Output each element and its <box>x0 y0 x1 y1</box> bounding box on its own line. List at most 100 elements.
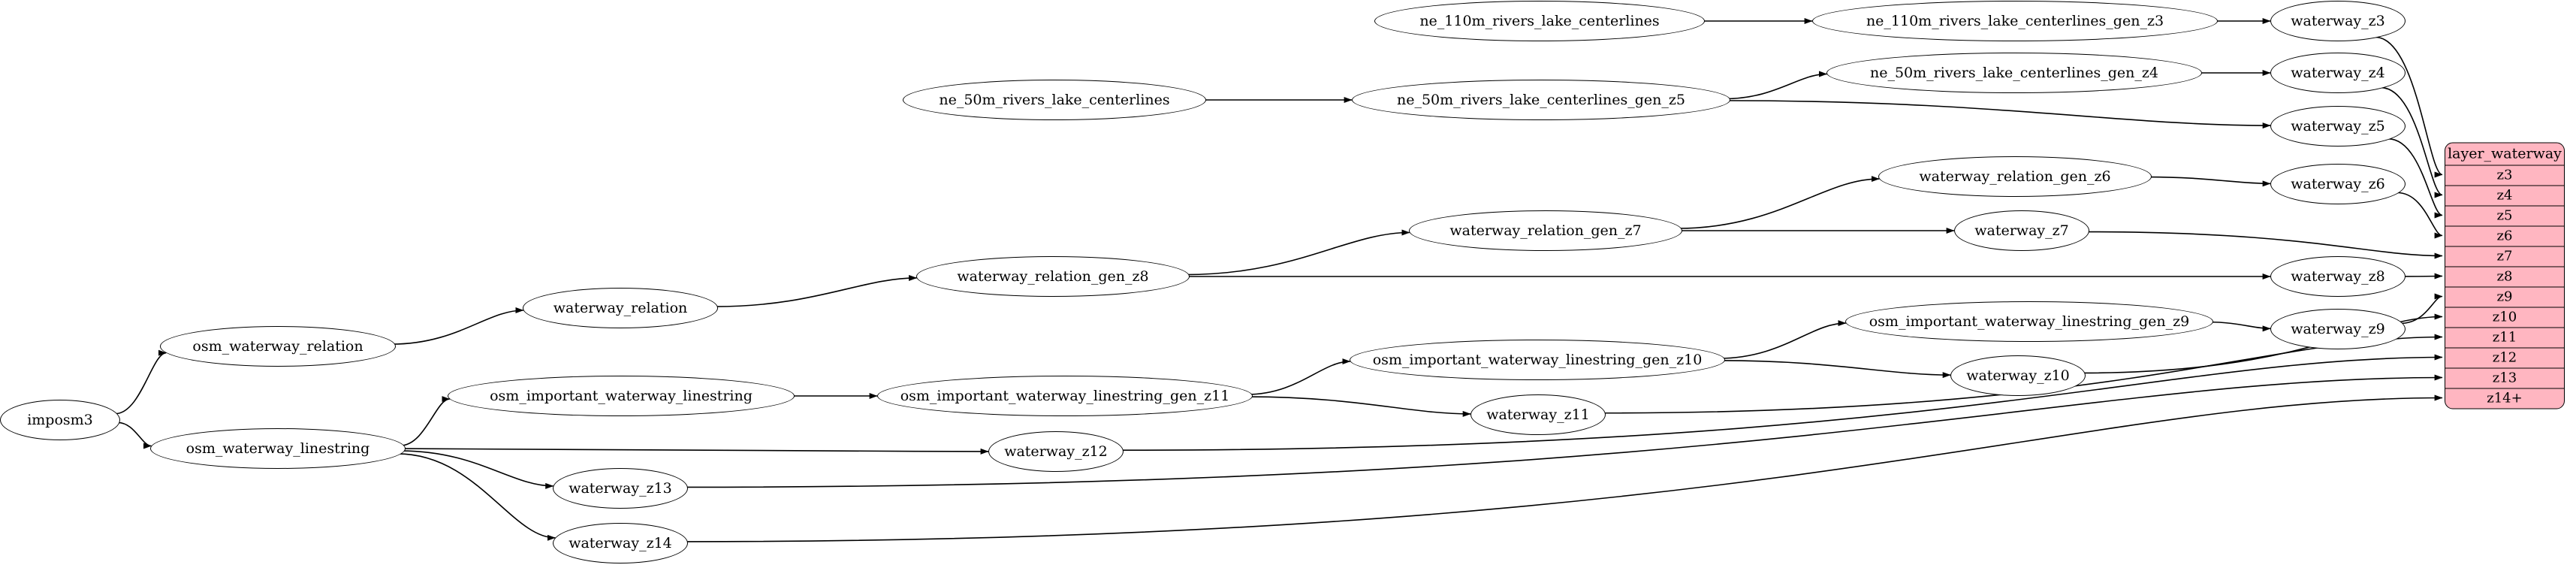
graph-edge <box>115 349 167 415</box>
graph-node-ne-110m-rivers-lake-centerlines-gen-z3[interactable]: ne_110m_rivers_lake_centerlines_gen_z3 <box>1812 1 2218 41</box>
layer-waterway-row-label: z3 <box>2496 167 2513 183</box>
graph-edge <box>2375 36 2443 178</box>
graph-node-waterway-z10[interactable]: waterway_z10 <box>1950 355 2086 396</box>
layer-waterway-row-z11[interactable]: z11 <box>2445 327 2564 347</box>
graph-node-waterway-relation-gen-z6[interactable]: waterway_relation_gen_z6 <box>1878 156 2152 197</box>
graph-node-osm-important-waterway-linestring[interactable]: osm_important_waterway_linestring <box>448 376 795 416</box>
graph-node-label: waterway_z5 <box>2291 117 2385 134</box>
graph-edge <box>1246 358 1351 395</box>
graph-node-waterway-relation-gen-z7[interactable]: waterway_relation_gen_z7 <box>1409 210 1682 251</box>
graph-node-label: waterway_z4 <box>2291 64 2385 81</box>
graph-node-waterway-z7[interactable]: waterway_z7 <box>1954 210 2089 251</box>
layer-waterway-row-label: z13 <box>2492 370 2517 386</box>
graph-edge <box>2381 86 2443 198</box>
layer-waterway-row-label: z11 <box>2492 329 2517 346</box>
graph-edge <box>2147 176 2271 187</box>
graph-edge <box>1677 176 1880 229</box>
graph-node-label: ne_50m_rivers_lake_centerlines_gen_z4 <box>1869 64 2159 81</box>
graph-node-osm-waterway-linestring[interactable]: osm_waterway_linestring <box>150 428 406 469</box>
graph-edge <box>2397 192 2443 239</box>
layer-waterway-title: layer_waterway <box>2448 145 2562 162</box>
graph-edge <box>401 448 989 455</box>
graph-node-label: waterway_relation_gen_z8 <box>957 267 1149 285</box>
layer-waterway-row-z13[interactable]: z13 <box>2445 367 2564 388</box>
graph-node-waterway-z4[interactable]: waterway_z4 <box>2270 53 2406 93</box>
graph-node-waterway-z13[interactable]: waterway_z13 <box>553 468 688 509</box>
graph-node-waterway-relation[interactable]: waterway_relation <box>523 288 718 328</box>
graph-node-label: waterway_z13 <box>569 479 672 497</box>
graph-node-osm-important-waterway-linestring-gen-z9[interactable]: osm_important_waterway_linestring_gen_z9 <box>1845 301 2213 342</box>
graph-node-label: waterway_z8 <box>2291 267 2385 285</box>
graph-node-imposm3[interactable]: imposm3 <box>0 400 120 440</box>
graph-node-label: imposm3 <box>27 411 93 428</box>
graph-edge <box>714 274 918 307</box>
graph-node-label: waterway_z10 <box>1966 367 2070 384</box>
layer-waterway-row-z8[interactable]: z8 <box>2445 266 2564 286</box>
layer-waterway-row-label: z12 <box>2492 349 2517 366</box>
graph-edge <box>400 450 554 489</box>
graph-edge <box>1718 320 1847 359</box>
layer-waterway-row-label: z6 <box>2496 228 2513 244</box>
layer-waterway-row-z3[interactable]: z3 <box>2445 165 2564 185</box>
layer-waterway-row-label: z14+ <box>2487 390 2523 406</box>
graph-edge <box>1184 229 1410 276</box>
layer-waterway-row-label: z9 <box>2496 289 2513 305</box>
graph-node-osm-important-waterway-linestring-gen-z10[interactable]: osm_important_waterway_linestring_gen_z1… <box>1350 340 1725 380</box>
graph-edge <box>2400 293 2443 325</box>
graph-edge <box>397 453 556 541</box>
graph-node-label: ne_50m_rivers_lake_centerlines <box>939 91 1170 108</box>
graph-edge <box>1724 100 2271 129</box>
graph-node-ne-50m-rivers-lake-centerlines[interactable]: ne_50m_rivers_lake_centerlines <box>903 80 1206 120</box>
graph-node-label: waterway_z12 <box>1004 443 1108 460</box>
graph-node-label: waterway_z7 <box>1974 222 2069 239</box>
graph-edge <box>1724 71 1828 100</box>
graph-node-osm-important-waterway-linestring-gen-z11[interactable]: osm_important_waterway_linestring_gen_z1… <box>877 376 1253 416</box>
graph-edge <box>2207 321 2271 332</box>
graph-node-label: waterway_z6 <box>2291 175 2385 192</box>
graph-node-waterway-z12[interactable]: waterway_z12 <box>988 431 1124 472</box>
layer-waterway-row-label: z5 <box>2496 207 2513 224</box>
layer-waterway-row-z7[interactable]: z7 <box>2445 246 2564 266</box>
graph-node-waterway-z11[interactable]: waterway_z11 <box>1470 394 1606 435</box>
graph-edge <box>1247 396 1471 417</box>
graph-node-waterway-z3[interactable]: waterway_z3 <box>2270 1 2406 41</box>
layer-waterway-row-z10[interactable]: z10 <box>2445 307 2564 327</box>
layer-waterway-row-z6[interactable]: z6 <box>2445 225 2564 246</box>
graph-edge <box>2388 137 2443 219</box>
graph-node-label: waterway_z9 <box>2291 320 2385 337</box>
graph-node-label: osm_waterway_relation <box>192 337 363 355</box>
graph-node-label: osm_important_waterway_linestring_gen_z9 <box>1869 313 2190 330</box>
graph-node-ne-110m-rivers-lake-centerlines[interactable]: ne_110m_rivers_lake_centerlines <box>1374 1 1705 41</box>
graph-edge <box>686 374 2443 488</box>
layer-waterway-row-z12[interactable]: z12 <box>2445 347 2564 367</box>
layer-waterway-table[interactable]: layer_waterway z3 z4 z5 z6 z7 z8 z9 z10 z11 z12 z13… <box>2445 142 2565 409</box>
graph-node-waterway-z8[interactable]: waterway_z8 <box>2270 256 2406 297</box>
graph-node-waterway-relation-gen-z8[interactable]: waterway_relation_gen_z8 <box>916 256 1190 297</box>
layer-waterway-row-z14plus[interactable]: z14+ <box>2445 388 2564 408</box>
layer-waterway-row-label: z8 <box>2496 268 2513 285</box>
graph-node-label: osm_important_waterway_linestring_gen_z1… <box>900 387 1230 404</box>
graph-node-label: osm_important_waterway_linestring_gen_z1… <box>1372 351 1703 368</box>
graph-node-label: waterway_z11 <box>1486 406 1590 423</box>
layer-waterway-row-label: z7 <box>2496 248 2513 264</box>
graph-edge <box>1719 360 1951 379</box>
graph-edge <box>2087 231 2443 259</box>
graph-node-waterway-z5[interactable]: waterway_z5 <box>2270 106 2406 147</box>
layer-waterway-row-z9[interactable]: z9 <box>2445 286 2564 307</box>
graph-node-label: waterway_relation_gen_z7 <box>1449 222 1642 239</box>
graph-node-osm-waterway-relation[interactable]: osm_waterway_relation <box>160 326 396 367</box>
graph-node-waterway-z6[interactable]: waterway_z6 <box>2270 164 2406 204</box>
graph-node-ne-50m-rivers-lake-centerlines-gen-z5[interactable]: ne_50m_rivers_lake_centerlines_gen_z5 <box>1352 80 1730 120</box>
graph-node-label: ne_50m_rivers_lake_centerlines_gen_z5 <box>1396 91 1686 108</box>
graph-node-ne-50m-rivers-lake-centerlines-gen-z4[interactable]: ne_50m_rivers_lake_centerlines_gen_z4 <box>1826 53 2202 93</box>
graph-edge <box>1121 354 2443 452</box>
layer-waterway-row-z5[interactable]: z5 <box>2445 205 2564 225</box>
graph-node-label: waterway_z14 <box>569 534 672 551</box>
graph-edge <box>686 394 2443 542</box>
graph-node-waterway-z14[interactable]: waterway_z14 <box>553 523 688 563</box>
graph-node-label: waterway_relation <box>553 299 688 316</box>
graph-node-waterway-z9[interactable]: waterway_z9 <box>2270 309 2406 349</box>
layer-waterway-row-z4[interactable]: z4 <box>2445 185 2564 205</box>
